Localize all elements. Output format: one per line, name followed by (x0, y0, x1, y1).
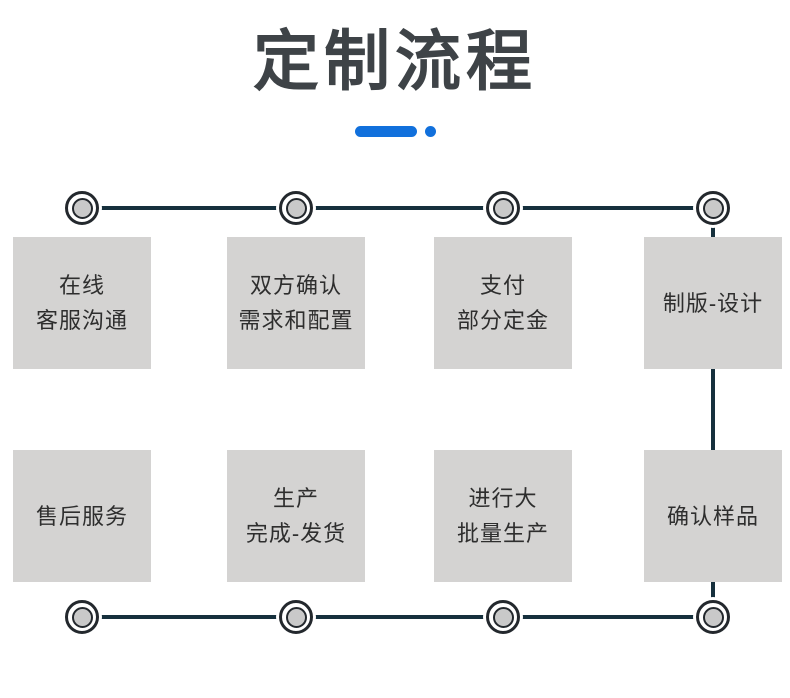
step-label-line: 进行大 (468, 486, 538, 511)
flow-node-top-2 (279, 191, 313, 225)
node-core (285, 606, 307, 628)
node-core (71, 606, 93, 628)
step-box-mass-production: 进行大 批量生产 (434, 450, 572, 582)
step-label-line: 确认样品 (666, 503, 759, 529)
node-core (702, 606, 724, 628)
node-core (71, 197, 93, 219)
step-label-line: 部分定金 (456, 308, 549, 333)
page-title: 定制流程 (253, 24, 537, 98)
flow-node-bottom-2 (279, 600, 313, 634)
step-box-finish-ship: 生产 完成-发货 (227, 450, 365, 582)
step-label-line: 批量生产 (456, 521, 549, 546)
step-box-online-service: 在线 客服沟通 (13, 237, 151, 369)
flow-node-bottom-1 (65, 600, 99, 634)
step-label-line: 生产 (272, 486, 319, 511)
timeline-bottom-line (82, 615, 713, 619)
flow-node-bottom-4 (696, 600, 730, 634)
step-label-line: 需求和配置 (238, 308, 354, 333)
node-core (492, 197, 514, 219)
step-label-line: 支付 (479, 273, 526, 298)
flow-node-top-4 (696, 191, 730, 225)
flow-node-top-3 (486, 191, 520, 225)
step-box-after-sales: 售后服务 (13, 450, 151, 582)
step-box-confirm-sample: 确认样品 (644, 450, 782, 582)
step-label-line: 制版-设计 (662, 290, 764, 316)
step-label-line: 售后服务 (35, 503, 128, 529)
node-core (702, 197, 724, 219)
flow-node-bottom-3 (486, 600, 520, 634)
step-label-line: 完成-发货 (245, 521, 347, 546)
step-label-line: 在线 (58, 273, 105, 298)
flow-node-top-1 (65, 191, 99, 225)
step-label-line: 双方确认 (249, 273, 342, 298)
timeline-top-line (82, 206, 713, 210)
accent-dot-icon (424, 126, 436, 137)
step-box-pay-deposit: 支付 部分定金 (434, 237, 572, 369)
node-core (492, 606, 514, 628)
step-box-confirm-config: 双方确认 需求和配置 (227, 237, 365, 369)
node-core (285, 197, 307, 219)
step-box-plate-design: 制版-设计 (644, 237, 782, 369)
timeline-right-line (711, 208, 715, 617)
title-underline (0, 126, 790, 137)
accent-bar-icon (354, 126, 417, 137)
step-label-line: 客服沟通 (35, 308, 128, 333)
